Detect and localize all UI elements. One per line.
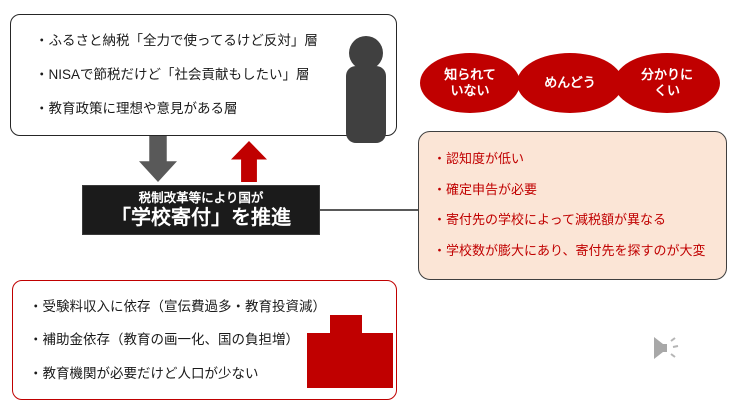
school-problems-list: ・受験料収入に依存（宣伝費過多・教育投資減） ・補助金依存（教育の画一化、国の負… xyxy=(29,281,390,399)
up-arrow-icon xyxy=(231,141,267,182)
policy-box: 税制改革等により国が 「学校寄付」を推進 xyxy=(82,185,320,235)
issues-list: ・認知度が低い ・確定申告が必要 ・寄付先の学校によって減税額が異なる ・学校数… xyxy=(433,136,722,275)
person-icon-head xyxy=(349,36,383,70)
issue-item: ・学校数が膨大にあり、寄付先を探すのが大変 xyxy=(433,243,706,259)
person-icon xyxy=(346,36,386,143)
target-audience-list: ・ふるさと納税「全力で使ってるけど反対」層 ・NISAで節税だけど「社会貢献もし… xyxy=(35,15,330,135)
target-item: ・NISAで節税だけど「社会貢献もしたい」層 xyxy=(35,67,310,83)
issue-item: ・寄付先の学校によって減税額が異なる xyxy=(433,212,666,228)
connector-line xyxy=(320,209,418,211)
issue-item: ・認知度が低い xyxy=(433,150,525,166)
obstacle-bubble-hassle: めんどう xyxy=(517,53,623,113)
school-building-icon-base xyxy=(307,333,393,388)
policy-line-1: 税制改革等により国が xyxy=(138,190,264,205)
school-problem-item: ・受験料収入に依存（宣伝費過多・教育投資減） xyxy=(29,298,326,314)
target-audience-box: ・ふるさと納税「全力で使ってるけど反対」層 ・NISAで節税だけど「社会貢献もし… xyxy=(10,14,397,143)
school-problem-item: ・補助金依存（教育の画一化、国の負担増） xyxy=(29,332,299,348)
audio-speaker-icon[interactable] xyxy=(652,332,682,364)
issue-item: ・確定申告が必要 xyxy=(433,181,538,197)
obstacle-bubble-confusing: 分かりに くい xyxy=(614,53,720,113)
school-problem-item: ・教育機関が必要だけど人口が少ない xyxy=(29,365,259,381)
down-arrow-icon xyxy=(139,136,177,182)
school-building-icon-top xyxy=(330,315,362,335)
person-icon-body xyxy=(346,66,386,143)
issues-box: ・認知度が低い ・確定申告が必要 ・寄付先の学校によって減税額が異なる ・学校数… xyxy=(418,131,727,280)
target-item: ・教育政策に理想や意見がある層 xyxy=(35,101,238,117)
school-building-icon xyxy=(307,315,393,388)
obstacle-bubble-unknown: 知られて いない xyxy=(420,53,520,113)
policy-line-2: 「学校寄付」を推進 xyxy=(111,207,291,230)
target-item: ・ふるさと納税「全力で使ってるけど反対」層 xyxy=(35,33,318,49)
